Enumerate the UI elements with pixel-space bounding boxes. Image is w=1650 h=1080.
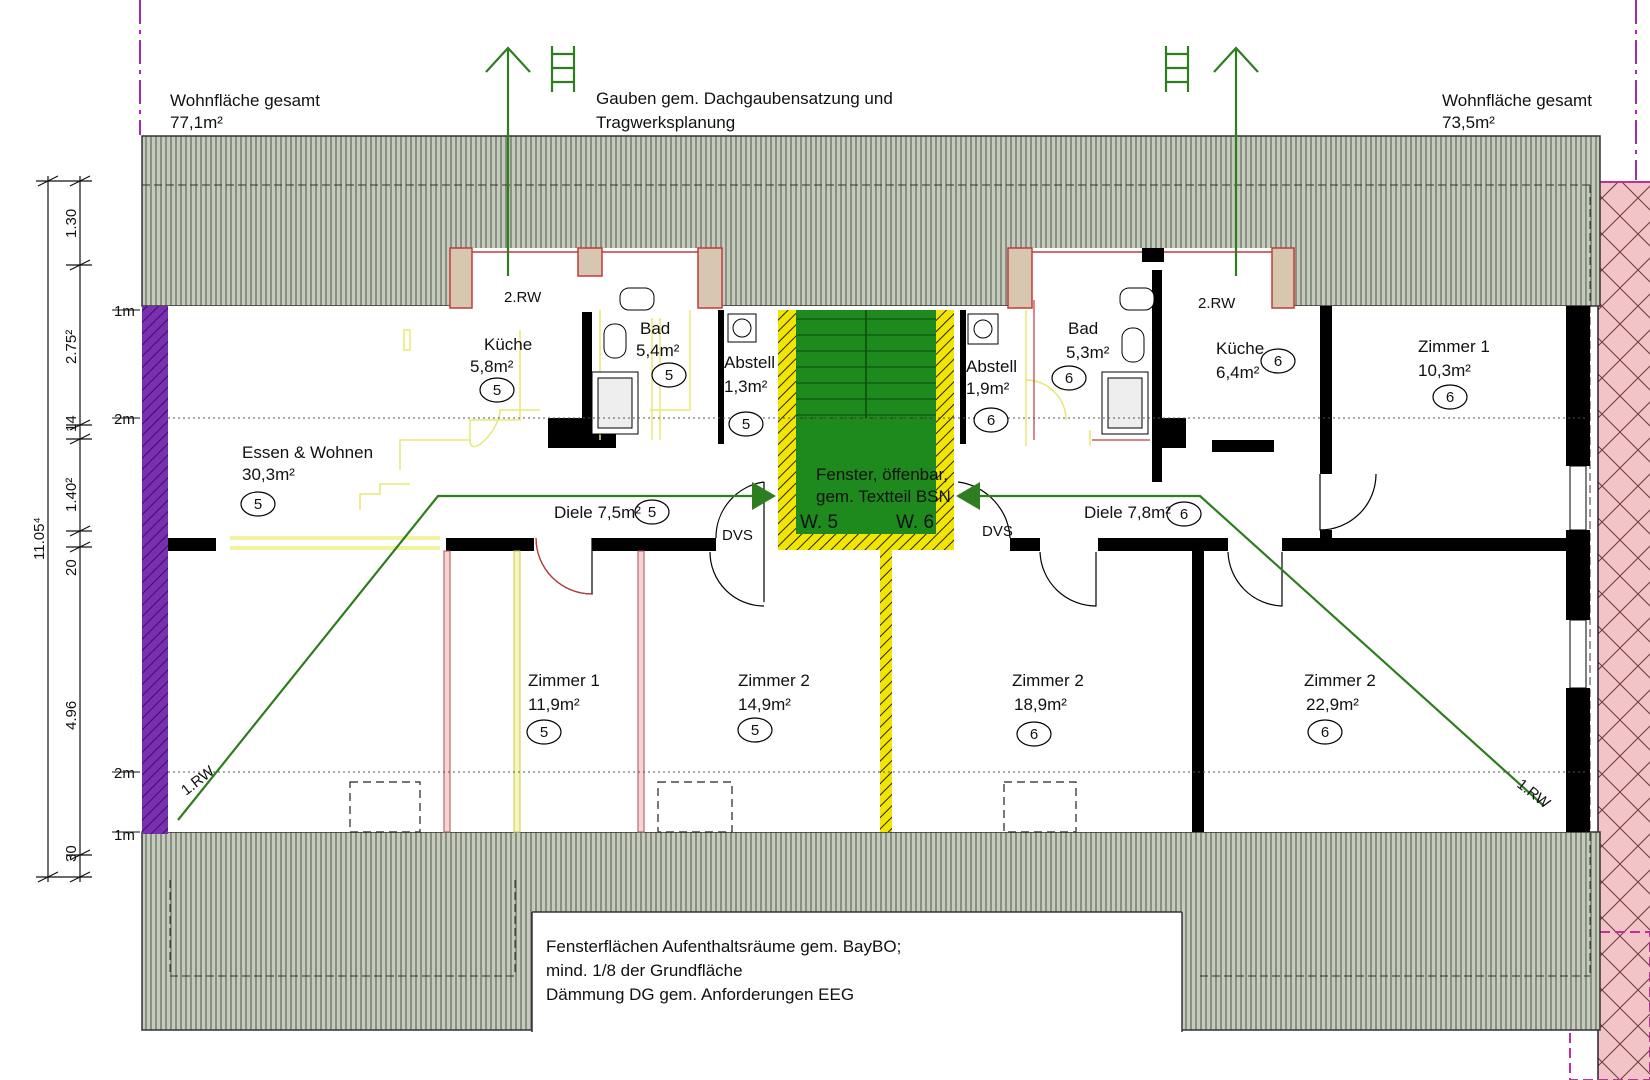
room-bad6-name: Bad [1068, 319, 1098, 338]
room-zimmer1r-name: Zimmer 1 [1418, 337, 1490, 356]
unit-circles [240, 348, 1468, 747]
room-zimmer2a-name: Zimmer 2 [738, 671, 810, 690]
ladder-icon [1164, 46, 1190, 92]
roof-top [141, 135, 1601, 307]
room-kueche5-area: 5,8m² [470, 357, 514, 376]
stair-note-line2: gem. Textteil BSN [816, 487, 951, 506]
dvs-right-label: DVS [982, 523, 1013, 540]
room-bad5-unit: 5 [665, 367, 673, 384]
room-abstell5-name: Abstell [724, 353, 775, 372]
note-box [532, 912, 1182, 1042]
room-zimmer1l-name: Zimmer 1 [528, 671, 600, 690]
height-ticks [112, 309, 140, 833]
room-bad5-name: Bad [640, 319, 670, 338]
room-zimmer1l-unit: 5 [540, 724, 548, 741]
dormer-left [449, 247, 723, 309]
room-diele6-name: Diele 7,8m² [1084, 503, 1171, 522]
dim-2-75: 2.75² [63, 330, 80, 364]
room-zimmer2c-area: 22,9m² [1306, 695, 1359, 714]
area-right-label: Wohnfläche gesamt [1442, 91, 1592, 110]
room-kueche5-unit: 5 [493, 382, 501, 399]
height-2m-top: 2m [114, 411, 135, 428]
room-kueche6-unit: 6 [1274, 353, 1282, 370]
room-abstell6-name: Abstell [966, 357, 1017, 376]
room-diele5-name: Diele 7,5m² [554, 503, 641, 522]
arrow-up-icon [1213, 46, 1259, 73]
glass-partitions [443, 550, 645, 833]
room-essen-name: Essen & Wohnen [242, 443, 373, 462]
arrow-right-icon [752, 482, 776, 510]
dormer-note-line2: Tragwerksplanung [596, 113, 735, 132]
area-right-value: 73,5m² [1442, 113, 1495, 132]
room-zimmer1r-unit: 6 [1446, 389, 1454, 406]
dim-1-40: 1.40² [63, 478, 80, 512]
bottom-note-line3: Dämmung DG gem. Anforderungen EEG [546, 985, 854, 1004]
dim-total: 11.05⁴ [31, 517, 48, 560]
room-kueche6-area: 6,4m² [1216, 363, 1260, 382]
room-zimmer1r-area: 10,3m² [1418, 361, 1471, 380]
rw2-right-label: 2.RW [1198, 295, 1236, 312]
room-abstell6-area: 1,9m² [966, 379, 1010, 398]
stair-w5: W. 5 [800, 512, 838, 533]
dvs-left-label: DVS [722, 527, 753, 544]
room-essen-unit: 5 [254, 496, 262, 513]
room-zimmer2b-name: Zimmer 2 [1012, 671, 1084, 690]
height-1m-top: 1m [114, 303, 135, 320]
room-diele6-unit: 6 [1180, 506, 1188, 523]
room-bad6-area: 5,3m² [1066, 343, 1110, 362]
room-bad5-area: 5,4m² [636, 341, 680, 360]
room-kueche6-name: Küche [1216, 339, 1264, 358]
height-1m-bottom: 1m [114, 827, 135, 844]
bottom-note-line2: mind. 1/8 der Grundfläche [546, 961, 743, 980]
neighbour-building [1598, 182, 1650, 1080]
party-wall [142, 306, 168, 834]
ext-wall-right [1566, 306, 1590, 466]
interior-walls [168, 270, 1568, 832]
room-zimmer2b-area: 18,9m² [1014, 695, 1067, 714]
room-zimmer2a-area: 14,9m² [738, 695, 791, 714]
bath-fixtures [591, 287, 1155, 435]
room-abstell6-unit: 6 [987, 412, 995, 429]
area-left-label: Wohnfläche gesamt [170, 91, 320, 110]
room-zimmer2c-name: Zimmer 2 [1304, 671, 1376, 690]
area-left-value: 77,1m² [170, 113, 223, 132]
room-diele5-unit: 5 [648, 504, 656, 521]
height-2m-bottom: 2m [114, 765, 135, 782]
dormer-right [1007, 247, 1295, 309]
arrow-left-icon [956, 482, 980, 510]
room-abstell5-area: 1,3m² [724, 377, 768, 396]
dormer-note-line1: Gauben gem. Dachgaubensatzung und [596, 89, 893, 108]
ladder-icon [550, 46, 576, 92]
bottom-note-line1: Fensterflächen Aufenthaltsräume gem. Bay… [546, 937, 901, 956]
room-zimmer2c-unit: 6 [1321, 724, 1329, 741]
arrow-up-icon [485, 46, 531, 73]
dim-1-30: 1.30 [63, 209, 80, 238]
stair-w6: W. 6 [896, 512, 934, 533]
room-zimmer2a-unit: 5 [751, 722, 759, 739]
dim-4-96: 4.96 [63, 701, 80, 730]
rw2-left-label: 2.RW [504, 289, 542, 306]
dim-20: 20 [63, 559, 80, 576]
room-zimmer2b-unit: 6 [1030, 726, 1038, 743]
dim-14: 14 [63, 415, 80, 432]
escape-routes [177, 50, 1545, 821]
room-abstell5-unit: 5 [742, 416, 750, 433]
dim-30: 30 [63, 845, 80, 862]
stair-note-line1: Fenster, öffenbar, [816, 465, 948, 484]
room-zimmer1l-area: 11,9m² [528, 695, 580, 714]
dimension-chain [36, 175, 92, 883]
skylights [349, 781, 1077, 833]
room-kueche5-name: Küche [484, 335, 532, 354]
room-essen-area: 30,3m² [242, 465, 295, 484]
room-bad6-unit: 6 [1065, 370, 1073, 387]
